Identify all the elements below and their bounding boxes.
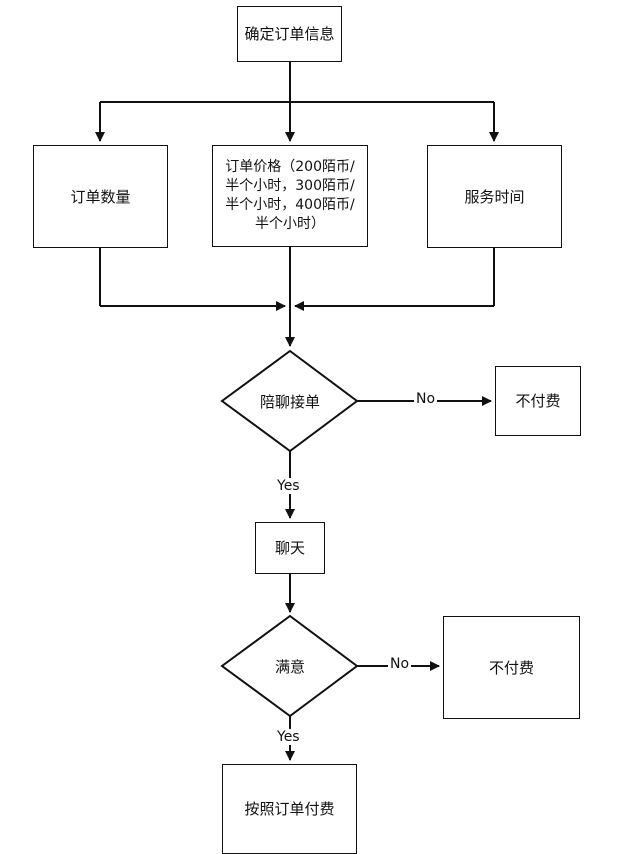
- edge-label-no-2: No: [388, 656, 412, 672]
- node-service-time-label: 服务时间: [464, 187, 525, 206]
- node-no-pay-2: 不付费: [443, 616, 580, 719]
- node-service-time: 服务时间: [427, 145, 562, 248]
- decision-accept-text: 陪聊接单: [259, 392, 320, 411]
- node-order-price: 订单价格（200陌币/ 半个小时，300陌币/ 半个小时，400陌币/ 半个小时…: [212, 145, 368, 247]
- node-no-pay-1-label: 不付费: [515, 392, 561, 410]
- decision-satisfied-text: 满意: [274, 657, 305, 676]
- node-chat: 聊天: [255, 522, 325, 574]
- node-chat-label: 聊天: [274, 539, 305, 557]
- node-order-price-label: 订单价格（200陌币/ 半个小时，300陌币/ 半个小时，400陌币/ 半个小时…: [225, 159, 355, 232]
- node-order-quantity: 订单数量: [33, 145, 168, 248]
- decision-accept-label: 陪聊接单: [232, 388, 348, 414]
- node-no-pay-2-label: 不付费: [488, 658, 534, 677]
- node-order-quantity-label: 订单数量: [70, 187, 131, 206]
- decision-satisfied-label: 满意: [232, 653, 348, 679]
- edge-label-no-1: No: [414, 391, 438, 407]
- node-pay-by-order-label: 按照订单付费: [244, 800, 335, 818]
- node-confirm-order-label: 确定订单信息: [244, 25, 335, 43]
- node-no-pay-1: 不付费: [495, 366, 581, 436]
- edge-label-yes-2: Yes: [275, 729, 302, 745]
- node-confirm-order: 确定订单信息: [237, 6, 342, 62]
- node-pay-by-order: 按照订单付费: [222, 764, 357, 854]
- edge-label-yes-1: Yes: [275, 478, 302, 494]
